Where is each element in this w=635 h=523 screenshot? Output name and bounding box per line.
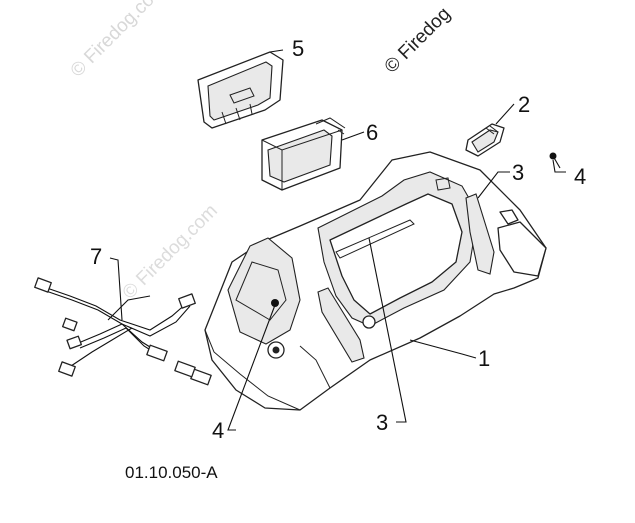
watermark-mid-left: © Firedog.com [119, 200, 222, 303]
part-4-screw-right [549, 152, 561, 169]
callout-labels: 5 6 2 3 4 7 1 4 3 [90, 36, 586, 443]
part-2-switch [465, 123, 505, 157]
watermark-text: © Firedog.com [67, 0, 170, 82]
watermark-top-left: © Firedog.com [67, 0, 170, 82]
callout-6: 6 [366, 120, 378, 145]
part-4-screw-housing [271, 299, 279, 307]
callout-3-top: 3 [512, 160, 524, 185]
watermark-text: © Firedog.com [119, 200, 222, 303]
part-5-bezel [197, 51, 284, 129]
part-1-housing [204, 151, 547, 411]
part-6-module [261, 117, 346, 191]
callout-5: 5 [292, 36, 304, 61]
drawing-code: 01.10.050-A [125, 463, 218, 482]
watermark-top-center: © Firedog [381, 3, 455, 77]
leader-lines [109, 49, 566, 431]
callout-4-right: 4 [574, 164, 586, 189]
callout-1: 1 [478, 346, 490, 371]
watermark-text-dark: © Firedog [381, 3, 455, 77]
callout-2: 2 [518, 92, 530, 117]
part-7-harness [34, 277, 212, 386]
callout-7: 7 [90, 244, 102, 269]
callout-3-bottom: 3 [376, 410, 388, 435]
callout-4-left: 4 [212, 418, 224, 443]
